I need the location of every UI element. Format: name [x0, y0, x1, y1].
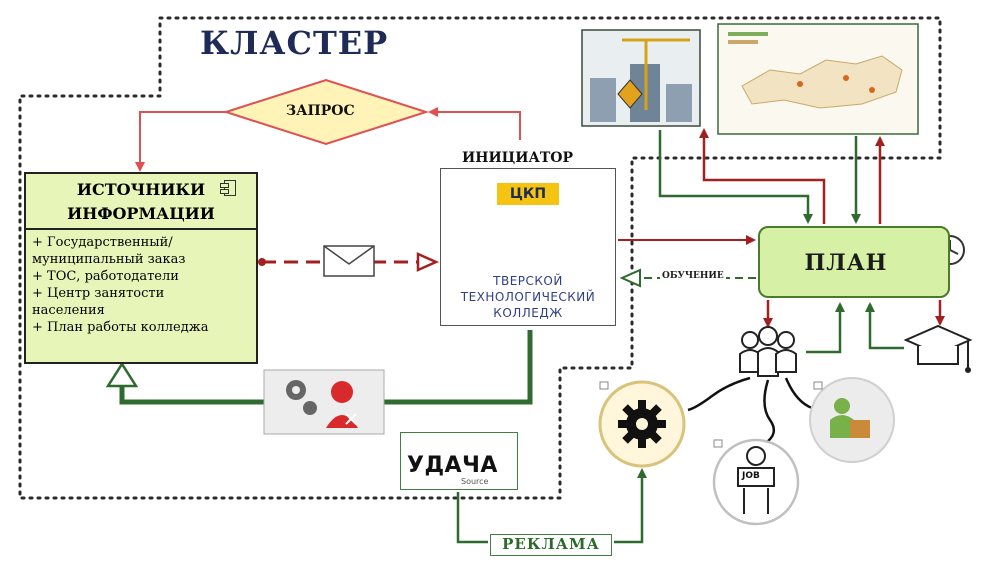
college-name-line1: ТВЕРСКОЙ	[493, 274, 563, 288]
advert-label: РЕКЛАМА	[490, 534, 612, 556]
sources-title-line1: ИСТОЧНИКИ	[76, 180, 206, 199]
plan-label: ПЛАН	[804, 250, 888, 276]
cluster-title: КЛАСТЕР	[200, 24, 389, 62]
gear-icon	[618, 400, 666, 448]
graduation-cap-icon	[903, 324, 973, 373]
construction-image	[581, 29, 701, 127]
sources-item: + План работы колледжа	[32, 320, 209, 335]
request-diamond	[222, 78, 430, 146]
sources-item: + Центр занятости	[32, 286, 165, 301]
people-to-settings-connector	[687, 376, 751, 412]
request-arrow	[428, 107, 521, 140]
reklama-to-gear-arrow	[614, 468, 647, 544]
map-image	[717, 23, 919, 135]
udacha-to-reklama-line	[456, 492, 488, 544]
job-circle	[712, 438, 800, 526]
engineer-image	[263, 369, 385, 435]
training-arrowhead	[619, 268, 641, 288]
sources-list: + Государственный/ муниципальный заказ +…	[26, 230, 256, 340]
worker-circle	[809, 377, 895, 463]
udacha-name: УДАЧА	[407, 453, 498, 478]
job-label: JOB	[742, 471, 760, 481]
plan-box: ПЛАН	[758, 226, 950, 298]
udacha-sub: Source	[461, 477, 489, 486]
construction-to-plan-arrow	[658, 130, 813, 224]
sources-item: населения	[32, 303, 105, 318]
initiator-label: ИНИЦИАТОР	[462, 150, 573, 166]
plan-to-construction-arrow	[699, 128, 826, 224]
college-box: ЦКП ТВЕРСКОЙ ТЕХНОЛОГИЧЕСКИЙ КОЛЛЕДЖ	[440, 168, 616, 326]
cluster-boundary	[18, 16, 942, 500]
college-name-line3: КОЛЛЕДЖ	[493, 306, 563, 320]
component-icon	[220, 180, 236, 196]
graduate-to-plan-arrow	[865, 302, 904, 350]
sources-item: + Государственный/	[32, 235, 173, 250]
sources-header: ИСТОЧНИКИ ИНФОРМАЦИИ	[26, 174, 256, 230]
college-name-line2: ТЕХНОЛОГИЧЕСКИЙ	[460, 290, 596, 304]
training-label: ОБУЧЕНИЕ	[660, 271, 726, 281]
college-name: ТВЕРСКОЙ ТЕХНОЛОГИЧЕСКИЙ КОЛЛЕДЖ	[441, 273, 615, 321]
sources-item: + ТОС, работодатели	[32, 269, 179, 284]
people-to-worker-connector	[784, 377, 813, 410]
envelope-icon	[323, 245, 375, 277]
people-to-plan-arrow	[806, 302, 845, 354]
people-to-job-connector	[763, 379, 776, 446]
request-arrow-to-sources	[135, 111, 226, 172]
request-label: ЗАПРОС	[286, 103, 355, 119]
udacha-logo: УДАЧА Source	[400, 432, 518, 490]
message-arrowhead	[416, 252, 440, 272]
ckp-badge: ЦКП	[497, 183, 559, 205]
sources-box: ИСТОЧНИКИ ИНФОРМАЦИИ + Государственный/ …	[24, 172, 258, 364]
sources-item: муниципальный заказ	[32, 252, 186, 267]
feedback-arrowhead	[105, 361, 139, 388]
people-group-icon	[739, 326, 797, 377]
gear-circle	[598, 380, 686, 468]
sources-title-line2: ИНФОРМАЦИИ	[67, 204, 215, 223]
